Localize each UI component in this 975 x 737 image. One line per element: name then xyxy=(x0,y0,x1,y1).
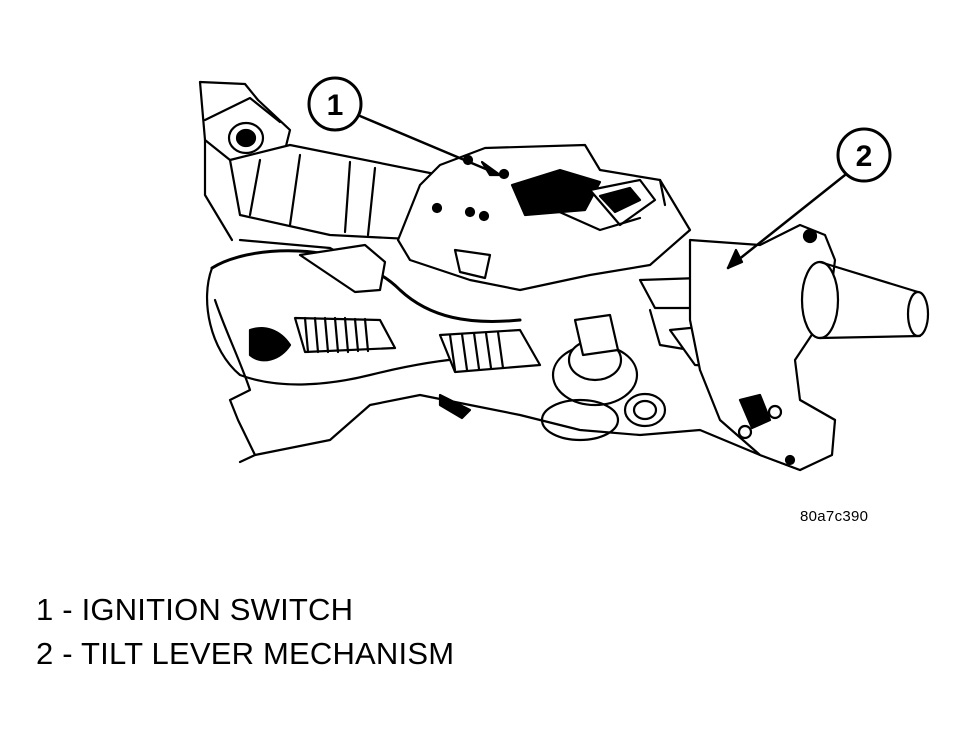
figure-code: 80a7c390 xyxy=(800,508,869,525)
intermediate-shaft-boot xyxy=(293,316,542,374)
wiring-harness xyxy=(205,238,522,386)
callout-leader-1 xyxy=(358,114,502,177)
callout-leader-2 xyxy=(726,173,847,270)
steering-shaft-housing xyxy=(688,223,930,472)
legend-item-tilt-lever: 2 - TILT LEVER MECHANISM xyxy=(36,636,455,671)
legend: 1 - IGNITION SWITCH 2 - TILT LEVER MECHA… xyxy=(36,588,454,676)
universal-joint xyxy=(540,313,667,442)
callout-number-1: 1 xyxy=(327,89,344,122)
callout-circle-2 xyxy=(836,127,892,183)
legend-item-ignition-switch: 1 - IGNITION SWITCH xyxy=(36,592,354,627)
callout-number-2: 2 xyxy=(856,140,873,173)
upper-mounting-bracket xyxy=(198,80,292,242)
ignition-switch-housing xyxy=(396,143,692,292)
callout-circle-1 xyxy=(307,76,363,132)
